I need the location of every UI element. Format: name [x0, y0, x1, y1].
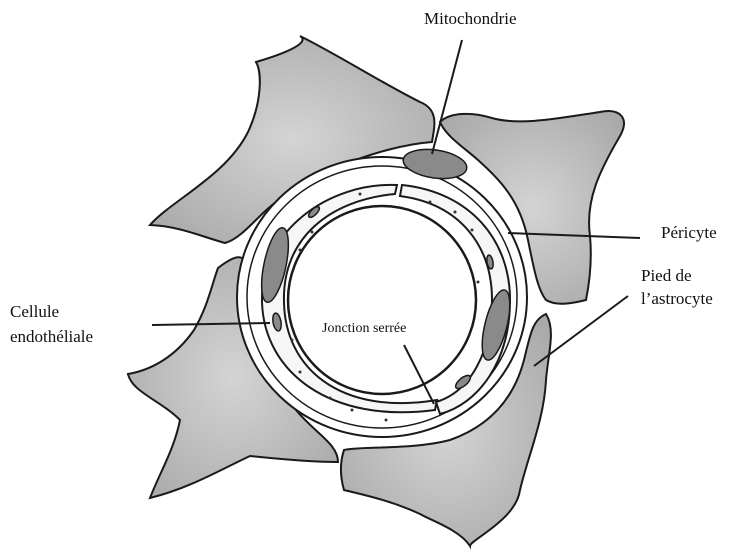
label-pied-astrocyte-line1: Pied de	[641, 265, 692, 286]
label-pied-astrocyte-line2: l’astrocyte	[641, 288, 713, 309]
vessel-lumen	[288, 206, 476, 394]
label-cellule-line2: endothéliale	[10, 326, 93, 347]
label-pericyte: Péricyte	[661, 222, 717, 243]
label-mitochondrie: Mitochondrie	[424, 8, 517, 29]
label-cellule-line1: Cellule	[10, 301, 59, 322]
label-jonction-serree: Jonction serrée	[322, 318, 406, 339]
endothelial-cells	[262, 185, 510, 414]
